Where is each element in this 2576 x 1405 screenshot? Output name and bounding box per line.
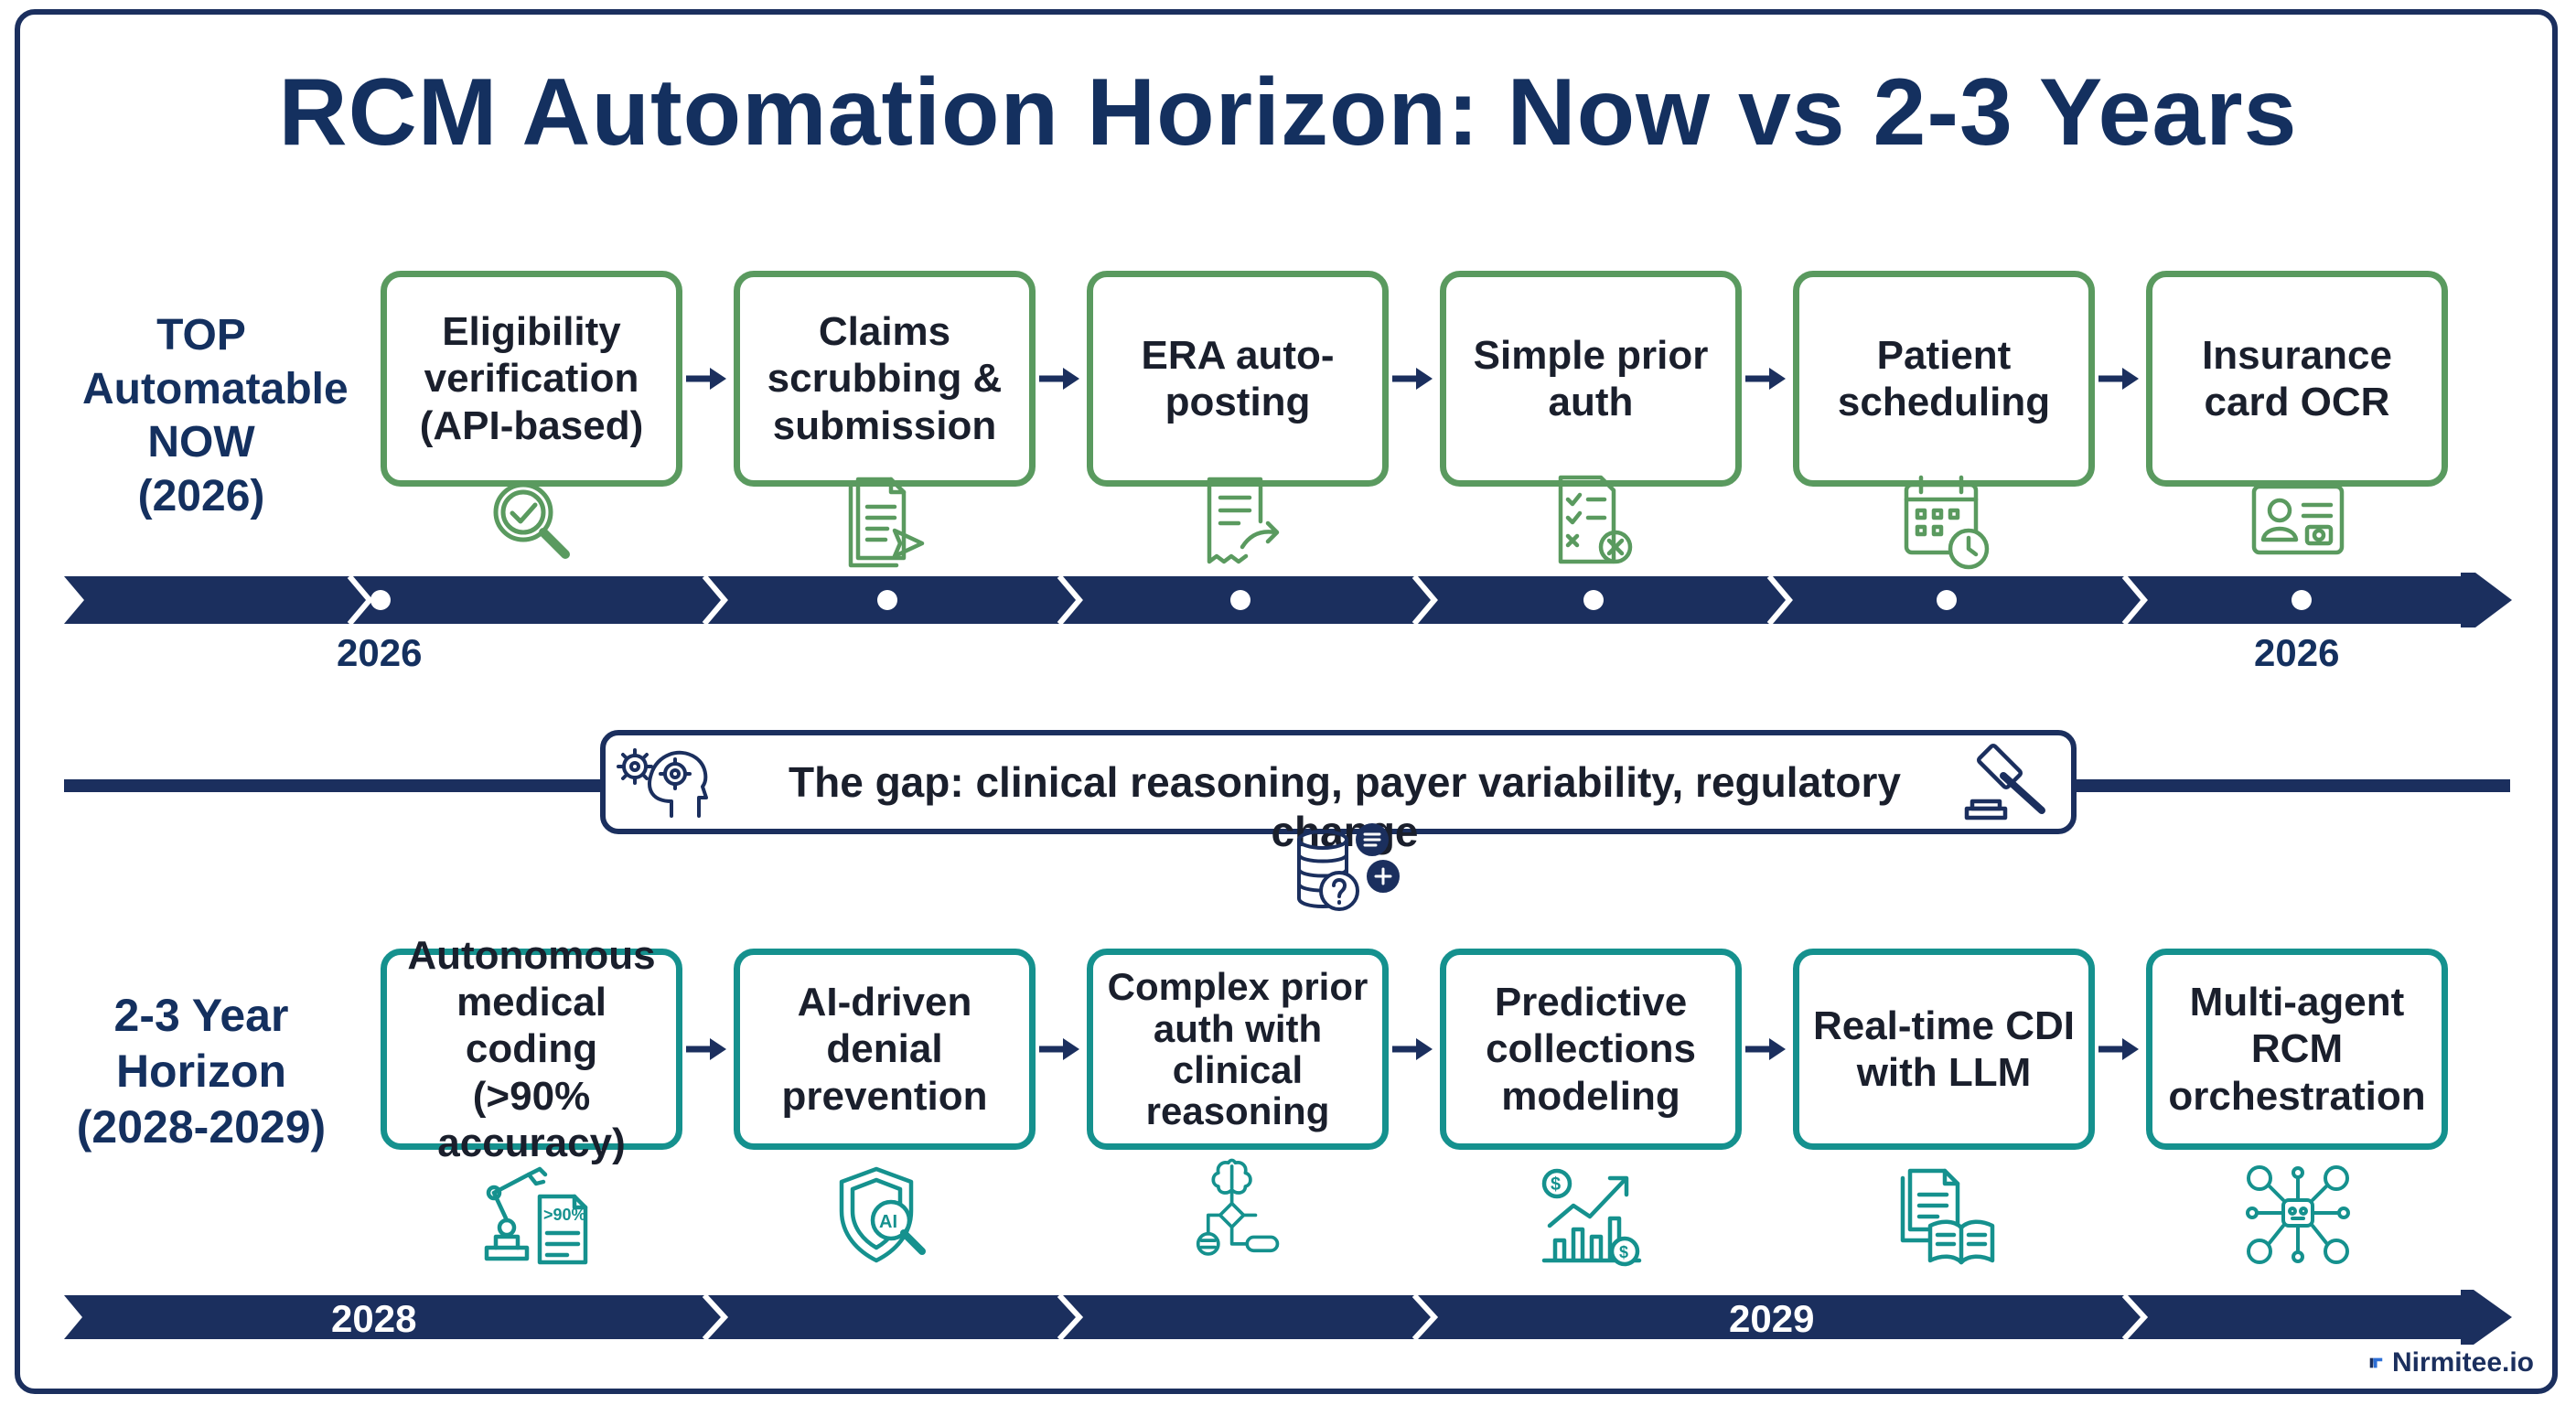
- top-row-label-line: TOP: [156, 311, 246, 359]
- arrow-right-icon: [1392, 368, 1433, 390]
- step-line: clinical: [1172, 1048, 1304, 1091]
- step-line: Patient: [1876, 332, 2012, 378]
- top-step-era: ERA auto-posting: [1087, 271, 1389, 487]
- step-line: Predictive: [1494, 980, 1688, 1025]
- step-line: Real-time CDI: [1812, 1003, 2076, 1048]
- arrow-right-icon: [2098, 368, 2139, 390]
- arrow-right-icon: [1745, 368, 1786, 390]
- bottom-row-label-line: (2028-2029): [76, 1101, 327, 1153]
- step-line: submission: [772, 402, 997, 448]
- step-line: with LLM: [1856, 1050, 2032, 1095]
- svg-text:AI: AI: [879, 1212, 897, 1232]
- step-line: scheduling: [1837, 380, 2051, 424]
- arrow-right-icon: [1745, 1038, 1786, 1060]
- step-line: Eligibility: [442, 309, 621, 355]
- gap-callout: [600, 730, 2077, 834]
- timeline-mid-year: 2029: [1729, 1297, 1815, 1340]
- step-line: Simple prior: [1473, 332, 1709, 378]
- step-line: auth: [1548, 380, 1634, 424]
- brand-name: Nirmitee.io: [2391, 1347, 2534, 1378]
- timeline-2026: [64, 573, 2512, 627]
- step-line: RCM: [2250, 1026, 2344, 1072]
- top-row-label: TOP Automatable NOW (2026): [82, 309, 349, 523]
- step-line: card OCR: [2204, 380, 2390, 424]
- gap-text: The gap: clinical reasoning, payer varia…: [789, 758, 1901, 855]
- bottom-row-label-line: Horizon: [115, 1046, 287, 1097]
- step-line: ERA auto-: [1141, 332, 1335, 378]
- robot-arm-icon-badge: >90%: [543, 1206, 586, 1224]
- step-line: posting: [1165, 380, 1311, 424]
- coins-question-icon: [1297, 823, 1400, 911]
- step-line: scrubbing &: [767, 356, 1003, 402]
- arrow-right-icon: [686, 368, 726, 390]
- agent-network-icon: [2246, 1165, 2350, 1264]
- step-line: Autonomous: [407, 933, 656, 979]
- step-line: Multi-agent: [2189, 980, 2405, 1025]
- nirmitee-logo-icon: [2369, 1357, 2383, 1368]
- bottom-row-label-line: 2-3 Year: [113, 990, 289, 1041]
- step-line: reasoning: [1145, 1089, 1330, 1133]
- top-row-label-line: NOW (2026): [137, 418, 265, 520]
- page-title: RCM Automation Horizon: Now vs 2-3 Years: [278, 59, 2298, 166]
- timeline-2028-2029: [64, 1290, 2512, 1345]
- step-line: Insurance: [2202, 332, 2392, 378]
- step-line: auth with: [1153, 1006, 1323, 1050]
- step-line: denial: [826, 1026, 943, 1072]
- step-line: (>90% accuracy): [437, 1073, 626, 1165]
- magnifier-check-icon: [493, 482, 570, 559]
- growth-chart-icon: $ $: [1541, 1168, 1642, 1267]
- top-row-label-line: Automatable: [82, 364, 349, 413]
- step-line: (API-based): [419, 402, 644, 448]
- diagram-frame: [15, 9, 2558, 1394]
- documents-book-icon: [1900, 1168, 1995, 1265]
- step-line: AI-driven: [797, 980, 972, 1025]
- brain-flowchart-icon: [1196, 1158, 1280, 1256]
- step-line: modeling: [1501, 1073, 1680, 1119]
- receipt-arrow-icon: [1207, 477, 1280, 564]
- step-line: verification: [424, 356, 639, 402]
- step-line: Claims: [818, 309, 951, 355]
- checklist-x-icon: [1558, 475, 1633, 564]
- svg-text:$: $: [1551, 1174, 1561, 1195]
- brand-logo[interactable]: Nirmitee.io: [2369, 1343, 2534, 1383]
- timeline-start-year: 2026: [337, 631, 423, 674]
- ai-shield-icon: AI: [839, 1166, 926, 1263]
- document-send-icon: [848, 477, 925, 568]
- arrow-right-icon: [686, 1038, 726, 1060]
- head-gears-icon: [617, 748, 708, 818]
- gavel-icon: [1964, 743, 2045, 820]
- bottom-row-label: 2-3 Year Horizon (2028-2029): [68, 988, 335, 1155]
- id-card-camera-icon: [2251, 484, 2345, 555]
- timeline-end-year: 2026: [2254, 631, 2340, 674]
- step-line: Complex prior: [1107, 965, 1368, 1009]
- step-line: orchestration: [2168, 1073, 2426, 1119]
- step-line: medical coding: [456, 980, 606, 1072]
- step-line: collections: [1486, 1026, 1696, 1072]
- svg-text:$: $: [1619, 1243, 1628, 1261]
- timeline-start-year: 2028: [331, 1297, 417, 1340]
- arrow-right-icon: [1392, 1038, 1433, 1060]
- calendar-clock-icon: [1904, 475, 1990, 570]
- arrow-right-icon: [1039, 368, 1079, 390]
- step-line: prevention: [781, 1073, 988, 1119]
- arrow-right-icon: [2098, 1038, 2139, 1060]
- robot-arm-icon: >90%: [484, 1166, 588, 1265]
- arrow-right-icon: [1039, 1038, 1079, 1060]
